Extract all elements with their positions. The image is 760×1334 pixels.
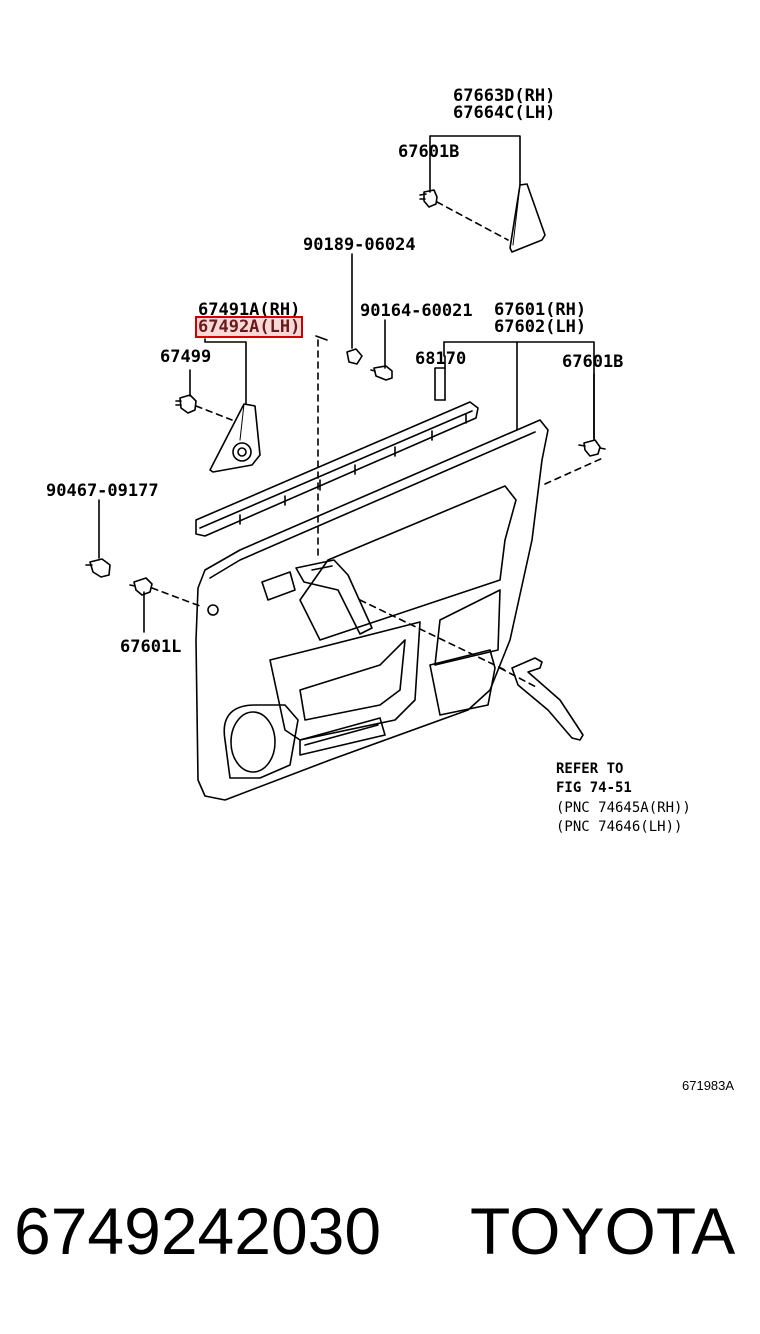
screw-90164 [370, 365, 393, 381]
armrest-base-strip [511, 657, 584, 741]
door-trim-board [195, 419, 549, 801]
label-67663d[interactable]: 67663D(RH) [453, 86, 556, 106]
label-67601l[interactable]: 67601L [120, 637, 182, 657]
part-number: 6749242030 [14, 1194, 382, 1268]
clip-90189 [346, 348, 363, 365]
clip-90467 [85, 558, 111, 578]
label-90189-06024[interactable]: 90189-06024 [303, 235, 416, 255]
label-67499[interactable]: 67499 [160, 347, 212, 367]
refer-line-1: REFER TO [556, 761, 624, 777]
clip-67601l [129, 577, 153, 596]
label-90467-09177[interactable]: 90467-09177 [46, 481, 159, 501]
dashed-guide [436, 201, 509, 241]
label-67602[interactable]: 67602(LH) [494, 317, 587, 337]
label-67601b-top[interactable]: 67601B [398, 142, 460, 162]
leader-68170 [434, 355, 446, 401]
label-67601[interactable]: 67601(RH) [494, 300, 587, 320]
label-90164-60021[interactable]: 90164-60021 [360, 301, 473, 321]
figure-code: 671983A [682, 1078, 735, 1093]
refer-line-4: (PNC 74646(LH)) [556, 819, 683, 835]
brand-name: TOYOTA [470, 1194, 736, 1268]
door-corner-cover [209, 403, 261, 473]
label-67601b-right[interactable]: 67601B [562, 352, 624, 372]
door-frame-cover-top [509, 183, 546, 253]
label-67491a[interactable]: 67491A(RH) [198, 300, 301, 320]
leader-67492a-hl [315, 335, 328, 341]
label-67492a-highlighted[interactable]: 67492A(LH) [194, 316, 304, 338]
clip-67499 [175, 394, 197, 414]
leader-lines-top [429, 135, 521, 193]
clip-67601b-right [578, 439, 606, 457]
refer-line-2[interactable]: FIG 74-51 [556, 780, 632, 796]
label-67664c[interactable]: 67664C(LH) [453, 103, 556, 123]
clip-67601b-top [419, 189, 438, 208]
refer-line-3: (PNC 74645A(RH)) [556, 800, 691, 816]
weatherstrip-68170 [195, 401, 479, 537]
label-68170[interactable]: 68170 [415, 349, 467, 369]
leader-67491a [204, 338, 247, 405]
